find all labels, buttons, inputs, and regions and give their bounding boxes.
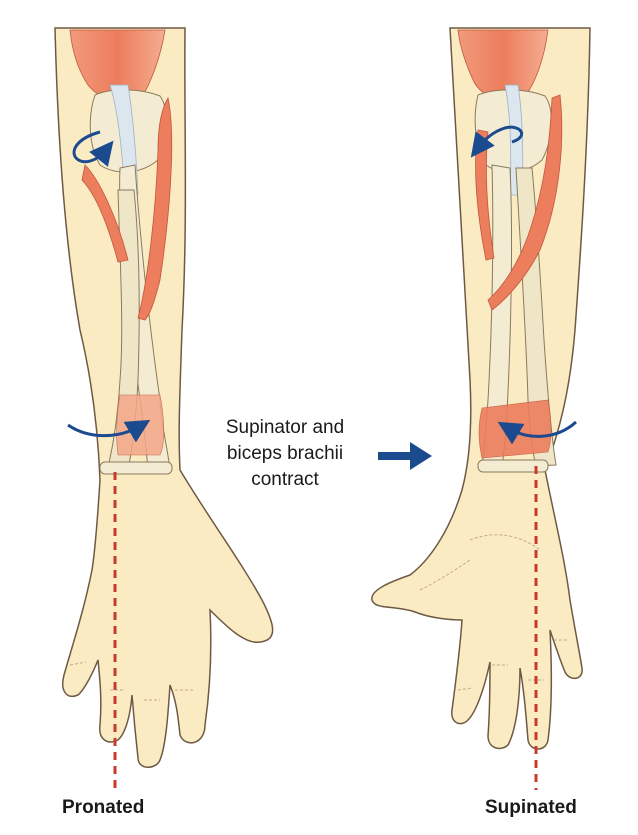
right-wrist-bones — [477, 459, 549, 473]
caption-line-3: contract — [251, 469, 319, 490]
supinated-label: Supinated — [485, 797, 577, 818]
curved-arrow-icon — [470, 125, 524, 158]
caption-line-1: Supinator and — [225, 417, 345, 438]
caption: Supinator and biceps brachii contract — [205, 415, 365, 493]
pronated-label: Pronated — [62, 797, 145, 818]
curved-arrow-icon — [497, 420, 578, 445]
curved-arrow-icon — [72, 130, 114, 167]
left-arm-pronated — [54, 27, 274, 790]
right-arrow-icon — [378, 442, 432, 470]
curved-arrow-icon — [67, 419, 151, 443]
right-pronator-muscle — [478, 399, 552, 459]
left-lateral-muscle — [137, 96, 173, 321]
caption-line-2: biceps brachii — [226, 443, 344, 464]
left-forearm-muscle — [116, 394, 165, 456]
right-lateral-muscle — [475, 129, 495, 261]
left-wrist-bones — [99, 461, 173, 475]
right-arm-supinated — [371, 27, 591, 790]
right-supinator-muscle — [487, 94, 563, 311]
left-supinator-muscle — [81, 164, 129, 263]
left-hand-creases — [69, 661, 195, 701]
